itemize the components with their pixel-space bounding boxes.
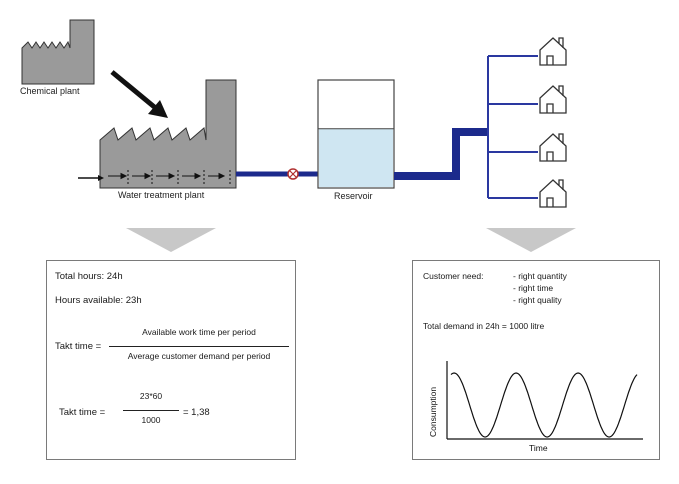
pipe-to-distribution bbox=[394, 128, 488, 180]
calc-denominator: 1000 bbox=[141, 415, 161, 425]
total-hours-text: Total hours: 24h bbox=[55, 271, 123, 282]
inlet-arrow-head bbox=[98, 175, 104, 181]
process-steps bbox=[108, 170, 231, 184]
house-icon bbox=[539, 85, 567, 114]
customer-demand-panel: Customer need: - right quantity - right … bbox=[412, 260, 660, 460]
consumption-chart: Consumption Time bbox=[428, 361, 643, 453]
need-item: - right time bbox=[513, 283, 554, 293]
reservoir-water bbox=[319, 128, 393, 187]
treatment-plant-label: Water treatment plant bbox=[118, 190, 205, 200]
takt-formula-label: Takt time = bbox=[55, 341, 102, 352]
house-icon bbox=[539, 133, 567, 162]
houses bbox=[539, 37, 567, 208]
left-chevron bbox=[126, 228, 216, 252]
house-icon bbox=[539, 37, 567, 66]
need-item: - right quantity bbox=[513, 271, 567, 281]
total-demand-text: Total demand in 24h = 1000 litre bbox=[423, 321, 545, 331]
takt-calc-label: Takt time = bbox=[59, 407, 106, 418]
treatment-plant-building bbox=[99, 79, 237, 189]
supply-arrow-head bbox=[148, 100, 168, 118]
chemical-plant-label: Chemical plant bbox=[20, 86, 80, 96]
right-chevron bbox=[486, 228, 576, 252]
hours-available-text: Hours available: 23h bbox=[55, 295, 142, 306]
formula-numerator: Available work time per period bbox=[142, 327, 256, 337]
chemical-plant-building bbox=[21, 19, 95, 85]
x-axis-label: Time bbox=[529, 443, 548, 453]
need-item: - right quality bbox=[513, 295, 562, 305]
calc-numerator: 23*60 bbox=[139, 391, 163, 401]
y-axis-label: Consumption bbox=[428, 387, 438, 437]
distribution-network bbox=[487, 55, 538, 199]
calc-result: = 1,38 bbox=[183, 407, 210, 418]
formula-fraction-line bbox=[109, 346, 289, 347]
house-icon bbox=[539, 179, 567, 208]
consumption-curve bbox=[450, 372, 638, 438]
calc-fraction-line bbox=[123, 410, 179, 411]
formula-denominator: Average customer demand per period bbox=[127, 351, 271, 361]
reservoir-label: Reservoir bbox=[334, 191, 373, 201]
takt-time-panel: Total hours: 24h Hours available: 23h Ta… bbox=[46, 260, 296, 460]
customer-need-label: Customer need: bbox=[423, 271, 484, 281]
supply-arrow bbox=[110, 70, 160, 112]
